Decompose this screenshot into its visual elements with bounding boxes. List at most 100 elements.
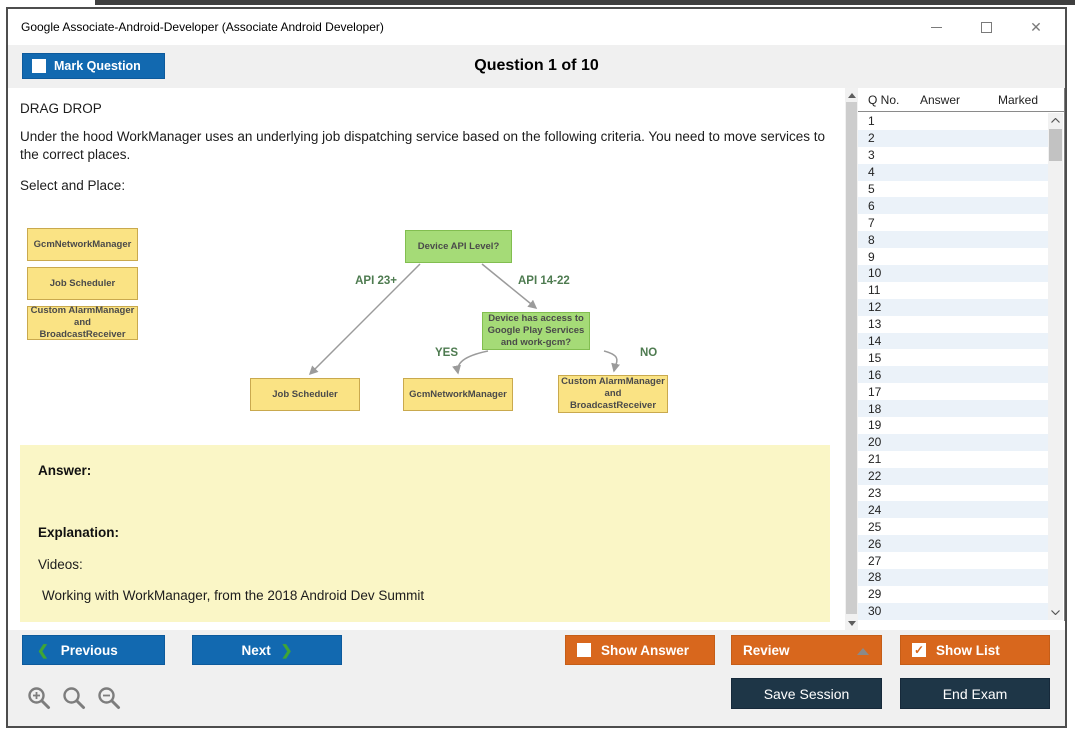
question-row[interactable]: 30	[858, 602, 1048, 620]
footer-toolbar: ❮ Previous Next ❯ Show Answer Review ✓ S…	[8, 630, 1065, 726]
list-scroll-down-icon[interactable]	[1048, 605, 1063, 620]
yes-label: YES	[435, 347, 458, 359]
exam-player-window: Google Associate-Android-Developer (Asso…	[6, 7, 1067, 728]
arrow-api14-22	[481, 263, 538, 309]
titlebar: Google Associate-Android-Developer (Asso…	[8, 9, 1065, 45]
review-button[interactable]: Review	[731, 635, 882, 665]
review-label: Review	[743, 642, 790, 658]
maximize-button[interactable]	[961, 9, 1011, 45]
question-row[interactable]: 13	[858, 315, 1048, 333]
arrow-api23	[308, 263, 421, 376]
question-row[interactable]: 2	[858, 129, 1048, 147]
question-row[interactable]: 17	[858, 383, 1048, 401]
chevron-up-icon	[857, 648, 869, 655]
previous-label: Previous	[60, 642, 118, 658]
main-scrollbar[interactable]	[845, 88, 858, 630]
question-row[interactable]: 27	[858, 552, 1048, 570]
question-row[interactable]: 6	[858, 197, 1048, 215]
minimize-button[interactable]	[911, 9, 961, 45]
question-row[interactable]: 26	[858, 535, 1048, 553]
end-exam-button[interactable]: End Exam	[900, 678, 1050, 709]
question-row[interactable]: 20	[858, 433, 1048, 451]
minimize-icon	[930, 26, 942, 28]
select-and-place-label: Select and Place:	[20, 178, 126, 193]
zoom-reset-icon[interactable]	[61, 685, 87, 711]
close-button[interactable]: ✕	[1011, 9, 1061, 45]
close-icon: ✕	[1030, 19, 1042, 35]
column-marked: Marked	[998, 92, 1039, 107]
drag-item-gcmnetworkmanager[interactable]: GcmNetworkManager	[27, 228, 138, 261]
chevron-right-icon: ❯	[280, 641, 293, 658]
question-row[interactable]: 25	[858, 518, 1048, 536]
content-area: DRAG DROP Under the hood WorkManager use…	[8, 88, 1065, 630]
question-row[interactable]: 14	[858, 332, 1048, 350]
drop-target-gcmnetworkmanager[interactable]: GcmNetworkManager	[403, 378, 513, 411]
save-session-button[interactable]: Save Session	[731, 678, 882, 709]
question-row[interactable]: 28	[858, 569, 1048, 586]
question-list-scrollbar[interactable]	[1048, 113, 1063, 620]
background-window-edge	[95, 0, 1075, 5]
previous-button[interactable]: ❮ Previous	[22, 635, 165, 665]
mark-question-checkbox[interactable]	[32, 59, 46, 73]
flow-node-device-api-level: Device API Level?	[405, 230, 512, 263]
question-row[interactable]: 3	[858, 146, 1048, 164]
mark-question-button[interactable]: Mark Question	[22, 53, 165, 79]
question-row[interactable]: 22	[858, 467, 1048, 485]
next-button[interactable]: Next ❯	[192, 635, 342, 665]
question-row[interactable]: 21	[858, 450, 1048, 468]
question-text: Under the hood WorkManager uses an under…	[20, 129, 825, 163]
question-row[interactable]: 15	[858, 349, 1048, 367]
flowchart-arrows: API 23+ API 14-22 YES NO	[308, 263, 657, 376]
question-row[interactable]: 18	[858, 400, 1048, 418]
drop-target-job-scheduler[interactable]: Job Scheduler	[250, 378, 360, 411]
question-row[interactable]: 19	[858, 417, 1048, 434]
question-row[interactable]: 24	[858, 501, 1048, 519]
save-session-label: Save Session	[763, 685, 850, 702]
question-row[interactable]: 1	[858, 113, 1048, 130]
main-scrollbar-thumb[interactable]	[846, 102, 857, 614]
end-exam-label: End Exam	[942, 685, 1008, 702]
drag-item-custom-alarmmanager[interactable]: Custom AlarmManager and BroadcastReceive…	[27, 305, 138, 340]
question-row[interactable]: 8	[858, 231, 1048, 249]
drop-target-custom-alarmmanager[interactable]: Custom AlarmManager and BroadcastReceive…	[558, 375, 668, 413]
column-answer: Answer	[920, 92, 961, 107]
question-list-scrollbar-thumb[interactable]	[1049, 129, 1062, 161]
question-row[interactable]: 9	[858, 248, 1048, 266]
drag-item-job-scheduler[interactable]: Job Scheduler	[27, 267, 138, 300]
question-row[interactable]: 23	[858, 484, 1048, 502]
question-row[interactable]: 29	[858, 585, 1048, 603]
show-answer-button[interactable]: Show Answer	[565, 635, 715, 665]
no-label: NO	[640, 347, 657, 359]
show-list-label: Show List	[936, 642, 1000, 658]
answer-panel: Answer: Explanation: Videos: Working wit…	[20, 445, 830, 622]
header-strip: Question 1 of 10 Mark Question	[8, 45, 1065, 88]
zoom-out-icon[interactable]	[96, 685, 122, 711]
explanation-label: Explanation:	[38, 525, 120, 540]
answer-label: Answer:	[38, 463, 92, 478]
column-qno: Q No.	[868, 92, 900, 107]
question-row[interactable]: 11	[858, 281, 1048, 299]
show-answer-checkbox[interactable]	[577, 643, 591, 657]
arrow-no	[603, 350, 621, 373]
api23-label: API 23+	[355, 275, 397, 287]
show-list-checkbox[interactable]: ✓	[912, 643, 926, 657]
scroll-up-arrow[interactable]	[845, 88, 858, 102]
question-row[interactable]: 12	[858, 298, 1048, 316]
question-panel: DRAG DROP Under the hood WorkManager use…	[8, 88, 845, 630]
question-row[interactable]: 4	[858, 163, 1048, 181]
api14-22-label: API 14-22	[518, 275, 570, 287]
videos-label: Videos:	[38, 557, 83, 572]
question-row[interactable]: 16	[858, 366, 1048, 384]
question-row[interactable]: 10	[858, 265, 1048, 282]
show-list-button[interactable]: ✓ Show List	[900, 635, 1050, 665]
scroll-down-arrow[interactable]	[845, 616, 858, 630]
question-row[interactable]: 7	[858, 214, 1048, 232]
question-type-label: DRAG DROP	[20, 101, 102, 116]
list-scroll-up-icon[interactable]	[1048, 113, 1063, 128]
question-row[interactable]: 5	[858, 180, 1048, 198]
arrow-yes	[452, 350, 489, 375]
zoom-in-icon[interactable]	[26, 685, 52, 711]
show-answer-label: Show Answer	[601, 642, 690, 658]
